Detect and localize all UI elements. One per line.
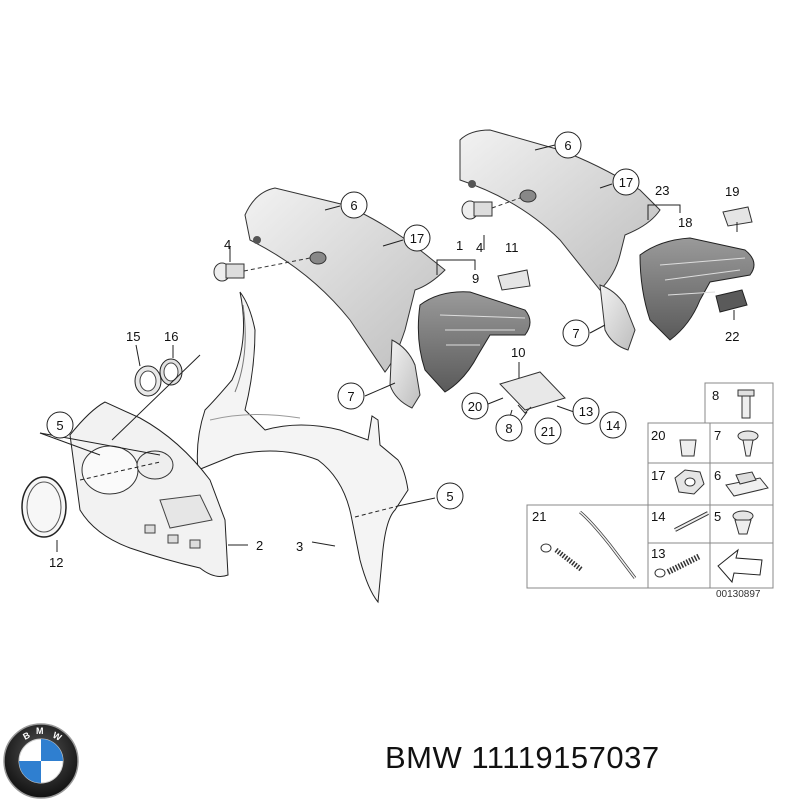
label-4-right: 4 (476, 240, 483, 255)
callout-17-left: 17 (403, 224, 431, 252)
lower-trim-section-left (389, 339, 421, 409)
callout-8: 8 (495, 414, 523, 442)
part-22-cover (715, 289, 748, 313)
callout-6-left: 6 (340, 191, 368, 219)
belt-guide-right (639, 237, 755, 341)
upper-trim-panel-right (459, 129, 661, 291)
part-19-cover (722, 206, 753, 227)
legend-6: 6 (714, 468, 721, 483)
label-2: 2 (256, 538, 263, 553)
callout-label: 6 (350, 198, 357, 213)
ring-16 (159, 358, 183, 386)
spring-13 (654, 553, 702, 578)
callout-7-left: 7 (337, 382, 365, 410)
legend-17: 17 (651, 468, 665, 483)
callout-20: 20 (461, 392, 489, 420)
label-3: 3 (296, 539, 303, 554)
callout-label: 5 (56, 418, 63, 433)
callout-14: 14 (599, 411, 627, 439)
diagram-code: 00130897 (716, 589, 761, 600)
belt-rod-21 (540, 510, 637, 579)
label-23: 23 (655, 183, 669, 198)
lower-trim-section-right (599, 284, 636, 351)
callout-label: 6 (564, 138, 571, 153)
callout-label: 8 (505, 421, 512, 436)
callout-label: 7 (572, 326, 579, 341)
nut-17 (674, 469, 705, 495)
legend-7: 7 (714, 428, 721, 443)
callout-6-right: 6 (554, 131, 582, 159)
label-22: 22 (725, 329, 739, 344)
legend-14: 14 (651, 509, 665, 524)
speaker-grille-12 (21, 476, 67, 538)
svg-text:B: B (21, 730, 32, 742)
side-panel-3 (196, 291, 409, 604)
cap-20 (679, 439, 697, 457)
legend-8: 8 (712, 388, 719, 403)
callout-label: 17 (619, 175, 633, 190)
legend-20: 20 (651, 428, 665, 443)
clip-6 (725, 471, 769, 497)
callout-21: 21 (534, 417, 562, 445)
label-18: 18 (678, 215, 692, 230)
callout-label: 7 (347, 389, 354, 404)
callout-label: 14 (606, 418, 620, 433)
push-clip-5 (732, 510, 754, 535)
callout-label: 21 (541, 424, 555, 439)
callout-label: 13 (579, 404, 593, 419)
part-11-cover (497, 269, 531, 291)
label-11: 11 (505, 240, 519, 255)
upper-trim-panel-left (244, 187, 446, 373)
label-12: 12 (49, 555, 63, 570)
legend-13: 13 (651, 546, 665, 561)
legend-21: 21 (532, 509, 546, 524)
label-16: 16 (164, 329, 178, 344)
label-9: 9 (472, 271, 479, 286)
leader-lines (39, 144, 738, 552)
expanding-rivet-7 (737, 430, 759, 457)
label-4-left: 4 (224, 237, 231, 252)
callout-13: 13 (572, 397, 600, 425)
callout-label: 20 (468, 399, 482, 414)
callout-7-right: 7 (562, 319, 590, 347)
part-10-cover (499, 371, 566, 414)
callout-5-left: 5 (46, 411, 74, 439)
label-1: 1 (456, 238, 463, 253)
screw-8 (737, 389, 755, 419)
label-19: 19 (725, 184, 739, 199)
bolt-4-left (213, 257, 311, 282)
callout-label: 17 (410, 231, 424, 246)
svg-text:M: M (36, 726, 44, 736)
callout-label: 5 (446, 489, 453, 504)
rod-14 (674, 511, 709, 532)
label-15: 15 (126, 329, 140, 344)
ring-15 (134, 365, 162, 397)
legend-5: 5 (714, 509, 721, 524)
belt-guide-left (417, 291, 531, 393)
bmw-logo-icon: B M W (3, 723, 79, 799)
callout-17-right: 17 (612, 168, 640, 196)
hardware-legend (526, 382, 774, 589)
direction-arrow-icon (717, 548, 763, 584)
callout-5-right: 5 (436, 482, 464, 510)
bolt-4-right (461, 197, 521, 220)
part-number-caption: BMW 11119157037 (385, 740, 660, 775)
label-10: 10 (511, 345, 525, 360)
